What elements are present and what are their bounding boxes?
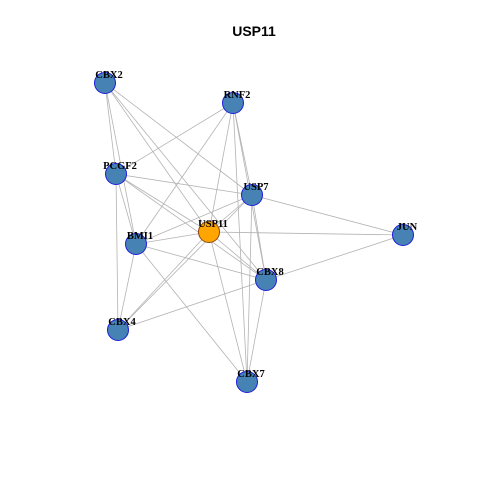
edge-cbx2-pcgf2 (104, 82, 117, 175)
edge-usp7-cbx4 (117, 194, 253, 331)
node-cbx7[interactable]: CBX7 (236, 369, 265, 393)
node-bmi1[interactable]: BMI1 (125, 231, 154, 255)
edge-jun-cbx8 (265, 234, 404, 281)
node-label-usp7: USP7 (243, 182, 268, 193)
node-label-jun: JUN (397, 222, 418, 233)
edge-cbx8-cbx7 (246, 279, 267, 383)
edge-bmi1-cbx8 (135, 243, 267, 281)
node-circle-cbx4[interactable] (107, 319, 129, 341)
graph-title: USP11 (232, 23, 276, 39)
node-jun[interactable]: JUN (392, 222, 418, 246)
edge-usp7-bmi1 (135, 194, 253, 245)
node-rnf2[interactable]: RNF2 (222, 90, 251, 114)
node-circle-usp7[interactable] (241, 184, 263, 206)
edge-usp11-bmi1 (135, 231, 210, 245)
node-usp11[interactable]: USP11 (198, 219, 228, 243)
edge-cbx2-usp11 (104, 82, 210, 233)
node-circle-cbx2[interactable] (94, 72, 116, 94)
node-label-rnf2: RNF2 (224, 90, 251, 101)
edge-pcgf2-usp7 (115, 173, 253, 196)
node-circle-rnf2[interactable] (222, 92, 244, 114)
edge-pcgf2-cbx8 (115, 173, 267, 281)
node-circle-jun[interactable] (392, 224, 414, 246)
edge-pcgf2-bmi1 (115, 173, 137, 245)
edge-usp7-cbx7 (246, 194, 253, 383)
edge-bmi1-cbx4 (117, 243, 137, 331)
edge-usp11-cbx4 (117, 231, 210, 331)
node-label-cbx8: CBX8 (256, 267, 283, 278)
edge-usp11-jun (208, 231, 404, 236)
edge-bmi1-cbx7 (135, 243, 248, 383)
node-label-pcgf2: PCGF2 (103, 161, 137, 172)
edge-usp11-cbx7 (208, 231, 248, 383)
node-cbx8[interactable]: CBX8 (255, 267, 284, 291)
edge-usp7-jun (251, 194, 404, 236)
node-circle-usp11[interactable] (198, 221, 220, 243)
edge-cbx2-usp7 (104, 82, 253, 196)
node-pcgf2[interactable]: PCGF2 (103, 161, 137, 185)
edge-cbx2-bmi1 (104, 82, 137, 245)
edge-rnf2-pcgf2 (115, 102, 234, 175)
node-label-cbx7: CBX7 (237, 369, 264, 380)
node-label-cbx2: CBX2 (95, 70, 122, 81)
edge-usp7-cbx8 (251, 194, 267, 281)
node-circle-bmi1[interactable] (125, 233, 147, 255)
node-label-usp11: USP11 (198, 219, 228, 230)
edge-rnf2-cbx7 (232, 102, 248, 383)
node-label-cbx4: CBX4 (108, 317, 136, 328)
edge-rnf2-usp11 (208, 102, 234, 233)
node-usp7[interactable]: USP7 (241, 182, 269, 206)
node-circle-pcgf2[interactable] (105, 163, 127, 185)
edge-cbx8-cbx4 (117, 279, 267, 331)
edge-layer (104, 82, 404, 383)
edge-rnf2-bmi1 (135, 102, 234, 245)
edge-cbx2-cbx8 (104, 82, 267, 281)
edge-usp11-cbx8 (208, 231, 267, 281)
node-circle-cbx7[interactable] (236, 371, 258, 393)
node-circle-cbx8[interactable] (255, 269, 277, 291)
node-cbx2[interactable]: CBX2 (94, 70, 123, 94)
edge-pcgf2-cbx4 (115, 173, 119, 331)
edge-pcgf2-usp11 (115, 173, 210, 233)
node-label-bmi1: BMI1 (127, 231, 153, 242)
node-cbx4[interactable]: CBX4 (107, 317, 137, 341)
